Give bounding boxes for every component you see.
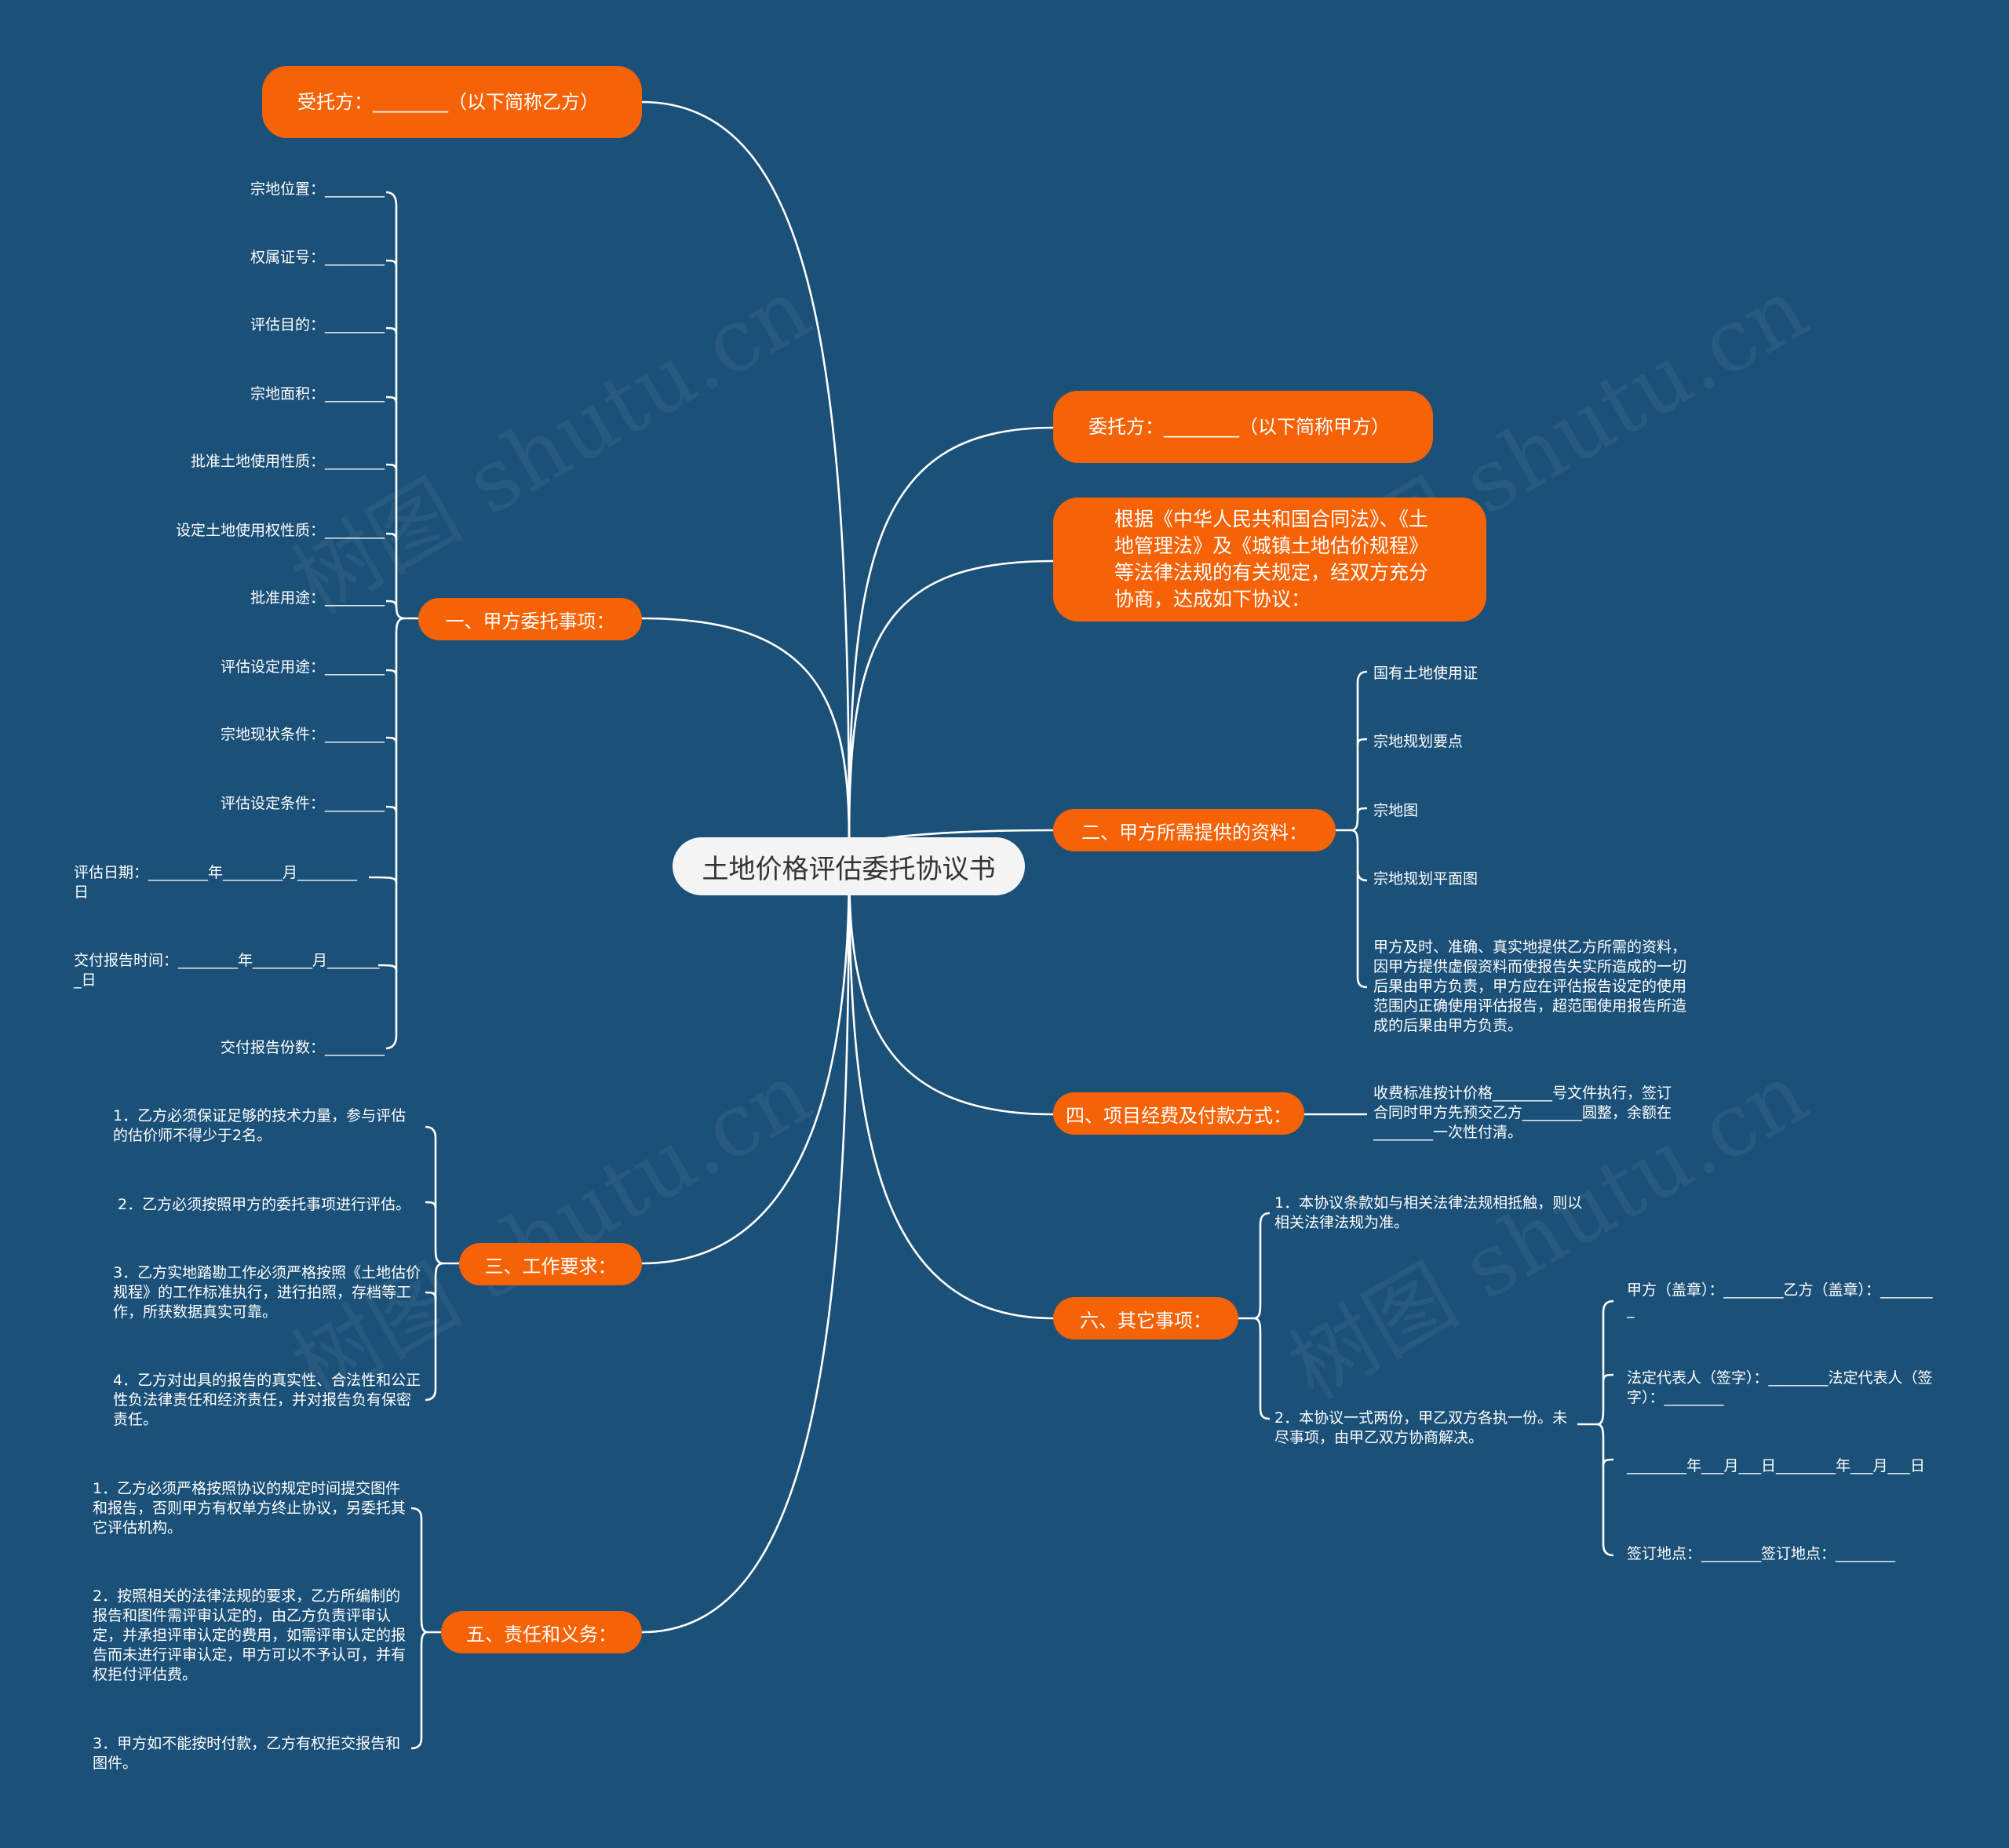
- leaf-planning-points[interactable]: 宗地规划要点: [1373, 733, 1464, 750]
- leaf-valuation-date[interactable]: 评估日期：________年________月________日: [74, 864, 358, 901]
- link-root-b5: [641, 866, 851, 1634]
- leaf-parcel-area[interactable]: 宗地面积：________: [250, 385, 385, 403]
- leaf-valuation-set-use[interactable]: 评估设定用途：________: [220, 658, 385, 676]
- leaf-work-req-1[interactable]: 1．乙方必须保证足够的技术力量，参与评估的估价师不得少于2名。: [113, 1107, 407, 1144]
- leaf-other-1[interactable]: 1．本协议条款如与相关法律法规相抵触，则以相关法律法规为准。: [1274, 1194, 1583, 1231]
- branch-required-materials[interactable]: 二、甲方所需提供的资料：: [1053, 809, 1336, 851]
- branch-legal-basis[interactable]: 根据《中华人民共和国合同法》、《土地管理法》及《城镇土地估价规程》等法律法规的有…: [1053, 498, 1486, 621]
- leaf-set-land-right-nature[interactable]: 设定土地使用权性质：________: [175, 522, 385, 539]
- leaf-seal-line[interactable]: 甲方（盖章）：________乙方（盖章）：________: [1627, 1281, 1933, 1318]
- branch-entrusting-party[interactable]: 委托方：________（以下简称甲方）: [1053, 391, 1433, 463]
- leaf-site-plan[interactable]: 宗地规划平面图: [1373, 870, 1478, 888]
- leaf-approved-use[interactable]: 批准用途：________: [250, 589, 385, 607]
- branch-fees-payment[interactable]: 四、项目经费及付款方式：: [1053, 1092, 1304, 1135]
- link-root-b4: [848, 866, 1054, 1116]
- leaf-valuation-purpose[interactable]: 评估目的：________: [250, 316, 385, 334]
- leaf-signing-place[interactable]: 签订地点：________签订地点：________: [1627, 1545, 1896, 1562]
- link-root-b1: [641, 617, 851, 841]
- link-root-b6: [848, 866, 1054, 1320]
- leaf-report-delivery-time[interactable]: 交付报告时间：________年________月________日: [74, 952, 380, 989]
- leaf-date-line[interactable]: ________年___月___日________年___月___日: [1627, 1457, 1926, 1474]
- leaf-responsibility-2[interactable]: 2．按照相关的法律法规的要求，乙方所编制的报告和图件需评审认定的，由乙方负责评审…: [93, 1587, 407, 1683]
- branch-other-matters[interactable]: 六、其它事项：: [1053, 1297, 1238, 1340]
- leaf-representative-line[interactable]: 法定代表人（签字）：________法定代表人（签字）：________: [1627, 1369, 1933, 1406]
- branch-entrusted-party[interactable]: 受托方：________（以下简称乙方）: [262, 66, 642, 138]
- leaf-work-req-2[interactable]: 2．乙方必须按照甲方的委托事项进行评估。: [118, 1196, 411, 1213]
- branch-entrusted-party-label: 受托方：________（以下简称乙方）: [297, 91, 599, 113]
- link-root-basis: [848, 560, 1054, 841]
- leaf-parcel-location[interactable]: 宗地位置：________: [250, 180, 385, 198]
- leaf-approved-land-nature[interactable]: 批准土地使用性质：________: [190, 453, 385, 470]
- branch-entrusted-items[interactable]: 一、甲方委托事项：: [418, 598, 642, 640]
- leaf-materials-responsibility[interactable]: 甲方及时、准确、真实地提供乙方所需的资料，因甲方提供虚假资料而使报告失实所造成的…: [1373, 939, 1687, 1034]
- link-root-entrusting: [848, 426, 1054, 841]
- leaf-parcel-current-condition[interactable]: 宗地现状条件：________: [220, 726, 385, 743]
- root-topic[interactable]: 土地价格评估委托协议书: [673, 837, 1025, 895]
- leaf-report-copies[interactable]: 交付报告份数：________: [220, 1039, 385, 1056]
- branch-responsibilities[interactable]: 五、责任和义务：: [441, 1611, 642, 1653]
- link-root-entrusted: [641, 100, 851, 841]
- leaf-other-2[interactable]: 2．本协议一式两份，甲乙双方各执一份。未尽事项，由甲乙双方协商解决。: [1274, 1409, 1568, 1446]
- leaf-valuation-set-condition[interactable]: 评估设定条件：________: [220, 795, 385, 812]
- branch-work-requirements[interactable]: 三、工作要求：: [459, 1243, 642, 1285]
- leaf-title-number[interactable]: 权属证号：________: [250, 249, 385, 266]
- leaf-parcel-map[interactable]: 宗地图: [1373, 802, 1419, 819]
- leaf-responsibility-3[interactable]: 3．甲方如不能按时付款，乙方有权拒交报告和图件。: [93, 1735, 401, 1772]
- leaf-work-req-3[interactable]: 3．乙方实地踏勘工作必须严格按照《土地估价规程》的工作标准执行，进行拍照，存档等…: [113, 1264, 421, 1321]
- branch-entrusting-party-label: 委托方：________（以下简称甲方）: [1088, 416, 1390, 438]
- leaf-fee-standard[interactable]: 收费标准按计价格________号文件执行，签订合同时甲方先预交乙方______…: [1373, 1084, 1672, 1141]
- leaf-land-use-certificate[interactable]: 国有土地使用证: [1373, 665, 1478, 682]
- branch-legal-basis-label: 根据《中华人民共和国合同法》、《土地管理法》及《城镇土地估价规程》等法律法规的有…: [1114, 508, 1429, 611]
- leaf-responsibility-1[interactable]: 1．乙方必须严格按照协议的规定时间提交图件和报告，否则甲方有权单方终止协议，另委…: [93, 1480, 407, 1536]
- leaf-work-req-4[interactable]: 4．乙方对出具的报告的真实性、合法性和公正性负法律责任和经济责任，并对报告负有保…: [113, 1372, 421, 1428]
- link-root-b3: [641, 866, 851, 1265]
